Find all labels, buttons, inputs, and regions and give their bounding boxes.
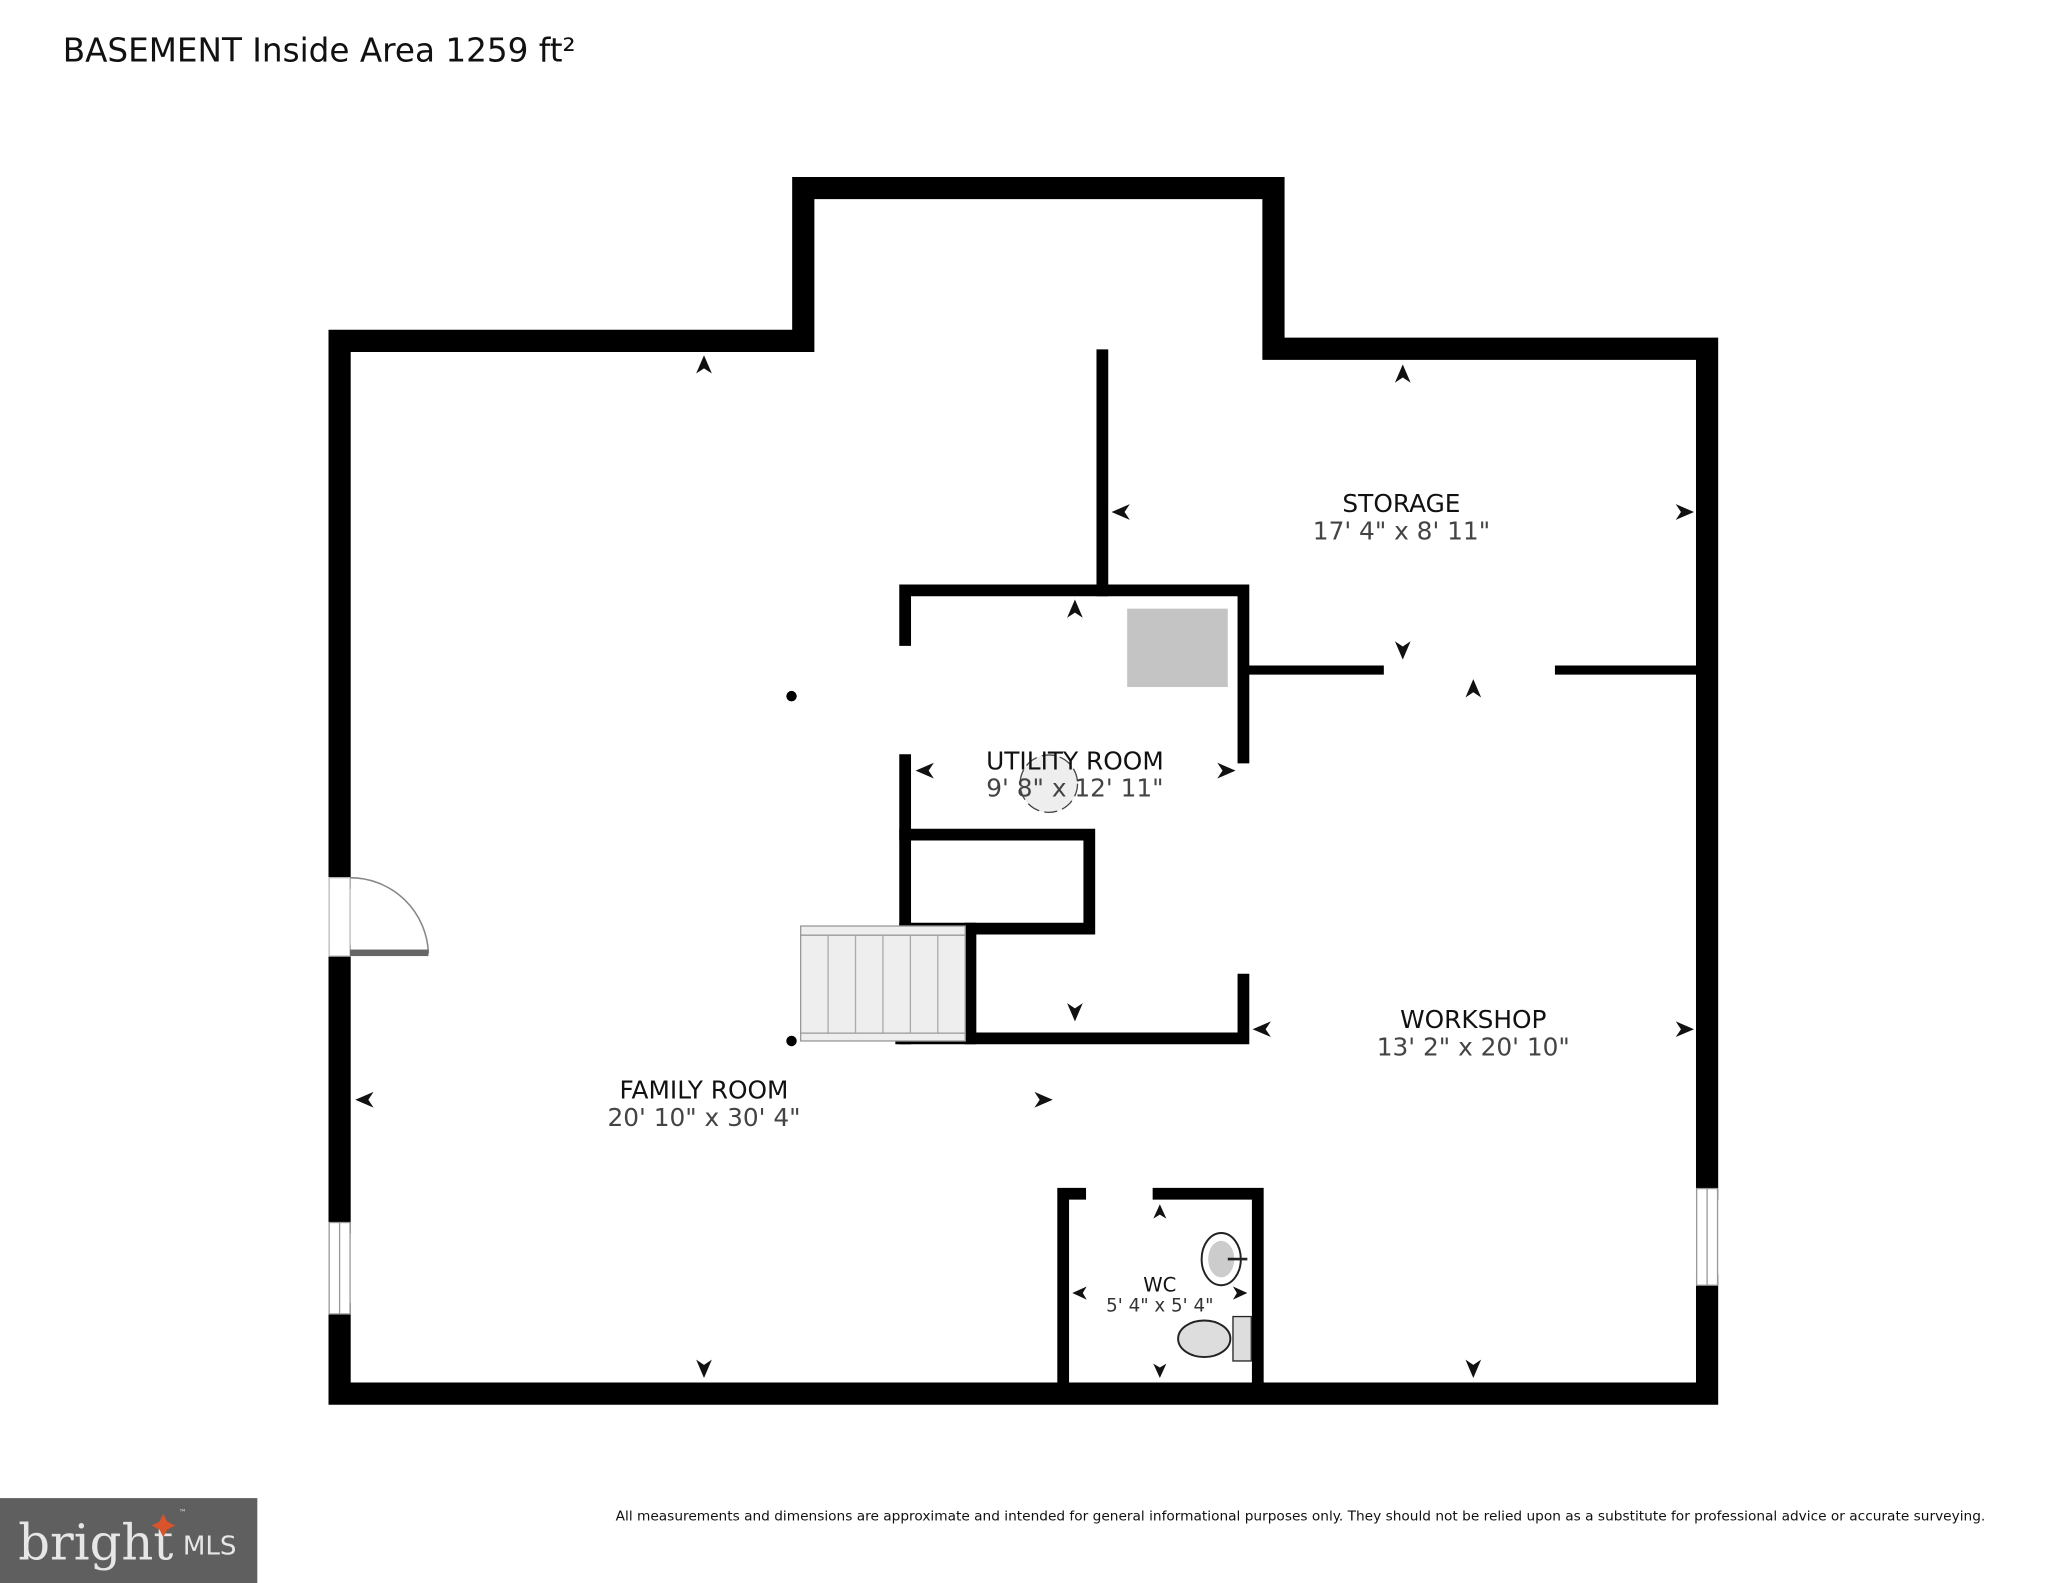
- bright-mls-logo: bright ™ MLS: [0, 1498, 258, 1583]
- room-name: WORKSHOP: [1400, 1005, 1546, 1034]
- room-workshop: WORKSHOP 13' 2" x 20' 10": [1377, 1005, 1570, 1061]
- room-dims: 20' 10" x 30' 4": [607, 1103, 800, 1132]
- outer-walls: [328, 176, 1719, 1405]
- room-name: WC: [1143, 1274, 1176, 1297]
- room-dims: 13' 2" x 20' 10": [1377, 1032, 1570, 1061]
- room-name: UTILITY ROOM: [986, 746, 1164, 775]
- room-dims: 9' 8" x 12' 11": [986, 774, 1163, 803]
- room-wc: WC 5' 4" x 5' 4": [1106, 1274, 1213, 1317]
- disclaimer: All measurements and dimensions are appr…: [616, 1508, 1986, 1524]
- plan-title: BASEMENT Inside Area 1259 ft²: [63, 31, 576, 69]
- interior-walls: [895, 349, 1703, 1395]
- direction-arrows: [355, 355, 1695, 1378]
- logo-tm: ™: [179, 1508, 187, 1517]
- room-storage: STORAGE 17' 4" x 8' 11": [1313, 489, 1490, 545]
- water-heater-icon: [1019, 754, 1079, 814]
- stairs: [786, 925, 966, 1047]
- sink-icon: [1200, 1231, 1248, 1287]
- logo-suffix: MLS: [183, 1531, 237, 1561]
- room-dims: 17' 4" x 8' 11": [1313, 516, 1490, 545]
- room-name: STORAGE: [1342, 489, 1460, 518]
- toilet-icon: [1177, 1315, 1252, 1362]
- windows: [328, 1187, 1719, 1315]
- entry-door: [328, 876, 430, 957]
- marker-dot: [786, 690, 797, 702]
- utility-appliance: [1127, 608, 1228, 688]
- room-utility: UTILITY ROOM 9' 8" x 12' 11": [986, 746, 1164, 802]
- room-name: FAMILY ROOM: [620, 1075, 789, 1104]
- room-dims: 5' 4" x 5' 4": [1106, 1295, 1213, 1316]
- logo-text: bright: [18, 1513, 173, 1571]
- room-family: FAMILY ROOM 20' 10" x 30' 4": [607, 1075, 800, 1131]
